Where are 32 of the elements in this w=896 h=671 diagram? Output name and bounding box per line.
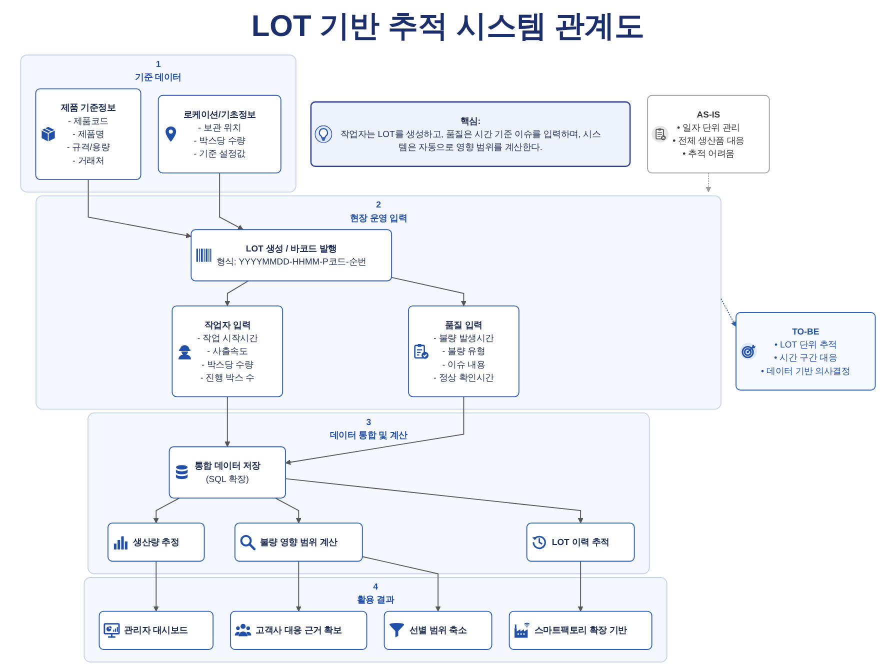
node-box: 로케이션/기초정보 - 보관 위치 - 박스당 수량 - 기준 설정값 [158, 94, 282, 174]
node-box: 핵심: 작업자는 LOT를 생성하고, 품질은 시간 기준 이슈를 입력하며, 시스템은 자동으로 영향 범위를 계산한다. [310, 101, 631, 168]
arrow [285, 478, 584, 524]
node-box: 제품 기준정보 - 제품코드 - 제품명 - 규격/용량 - 거래처 [35, 88, 142, 180]
arrow [706, 172, 712, 192]
arrow [578, 560, 584, 612]
node-box: 불량 영향 범위 계산 [234, 522, 363, 562]
node-box: 관리자 대시보드 [98, 610, 214, 650]
arrow [224, 396, 230, 447]
arrow [391, 276, 466, 306]
node-box: 생산량 추정 [108, 522, 205, 562]
node-box: LOT 이력 추적 [526, 522, 635, 562]
node-box: AS-IS • 일자 단위 관리 • 전체 생산품 대응 • 추적 어려움 [647, 94, 770, 174]
node-box: 통합 데이터 저장 (SQL 확장) [168, 446, 286, 499]
arrow [720, 298, 736, 327]
arrow [296, 560, 302, 612]
diagram-title: LOT 기반 추적 시스템 관계도 [250, 9, 646, 45]
arrow [88, 179, 192, 238]
node-box: LOT 생성 / 바코드 발행 형식: YYYYMMDD-HHMM-P코드-순번 [190, 229, 392, 282]
arrow [153, 498, 180, 524]
arrow [153, 560, 159, 612]
arrow [224, 280, 249, 306]
node-box: 고객사 대응 근거 확보 [230, 610, 368, 650]
node-box: 작업자 입력 - 작업 시작시간 - 사출속도 - 박스당 수량 - 진행 박스 수 [172, 305, 284, 398]
arrow [362, 556, 441, 612]
arrow [219, 172, 244, 230]
node-box: TO-BE • LOT 단위 추적 • 시간 구간 대응 • 데이터 기반 의사결정 [736, 312, 876, 391]
node-box: 스마트팩토리 확장 기반 [508, 610, 652, 650]
node-box: 품질 입력 - 불량 발생시간 - 불량 유형 - 이슈 내용 - 정상 확인시간 [408, 305, 520, 398]
arrow [274, 498, 302, 524]
node-box: 선별 범위 축소 [384, 610, 492, 650]
arrow [285, 396, 464, 465]
